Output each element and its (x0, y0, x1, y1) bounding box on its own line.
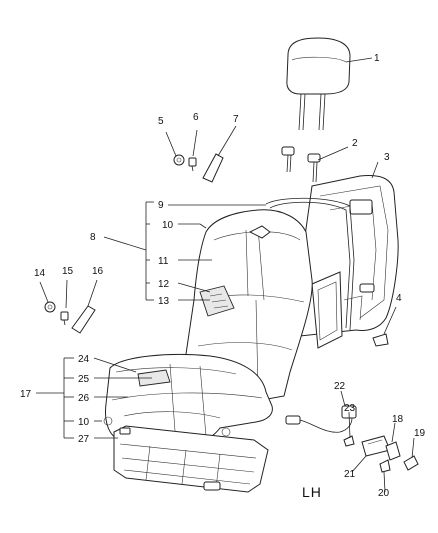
seatback-frame (291, 175, 399, 349)
seatback-bow (265, 197, 355, 331)
callout-10a: 10 (162, 220, 174, 231)
side-label: LH (302, 484, 322, 500)
callout-7: 7 (233, 114, 239, 125)
headrest (286, 37, 351, 131)
callout-20: 20 (378, 488, 390, 499)
callout-25: 25 (78, 374, 90, 385)
seatback-cushion (185, 209, 313, 401)
callout-4: 4 (396, 293, 402, 304)
callout-1: 1 (374, 53, 380, 64)
callout-14: 14 (34, 268, 46, 279)
handle-16 (71, 305, 96, 334)
fastener-14 (44, 301, 56, 313)
fastener-15 (60, 311, 69, 326)
seat-pan (113, 425, 269, 493)
recliner-handle-7 (202, 153, 224, 183)
screw-23 (343, 435, 355, 447)
callout-11: 11 (158, 256, 169, 267)
callout-16: 16 (92, 266, 104, 277)
screw-20 (379, 459, 391, 473)
switch-knob-19 (403, 455, 419, 471)
callout-24: 24 (78, 354, 90, 365)
leader-lines (36, 57, 415, 493)
callout-12: 12 (158, 279, 170, 290)
callout-9: 9 (158, 200, 164, 211)
callout-18: 18 (392, 414, 404, 425)
fastener-5 (173, 154, 185, 166)
callout-2: 2 (352, 138, 358, 149)
callout-17: 17 (20, 389, 32, 400)
callout-13: 13 (158, 296, 170, 307)
callout-3: 3 (384, 152, 390, 163)
callout-8: 8 (90, 232, 96, 243)
headrest-guides (281, 146, 321, 183)
callout-22: 22 (334, 381, 346, 392)
callout-27: 27 (78, 434, 90, 445)
callout-26: 26 (78, 393, 90, 404)
callout-6: 6 (193, 112, 199, 123)
callout-10b: 10 (78, 417, 90, 428)
callout-21: 21 (344, 469, 356, 480)
callout-23: 23 (344, 403, 356, 414)
callout-labels: 1 2 3 4 5 6 7 8 9 10 11 12 13 14 15 16 1… (20, 53, 426, 500)
clip-4 (372, 333, 389, 347)
callout-5: 5 (158, 116, 164, 127)
fastener-6 (188, 157, 197, 172)
callout-15: 15 (62, 266, 74, 277)
switch-knob-18 (385, 441, 401, 461)
callout-19: 19 (414, 428, 426, 439)
